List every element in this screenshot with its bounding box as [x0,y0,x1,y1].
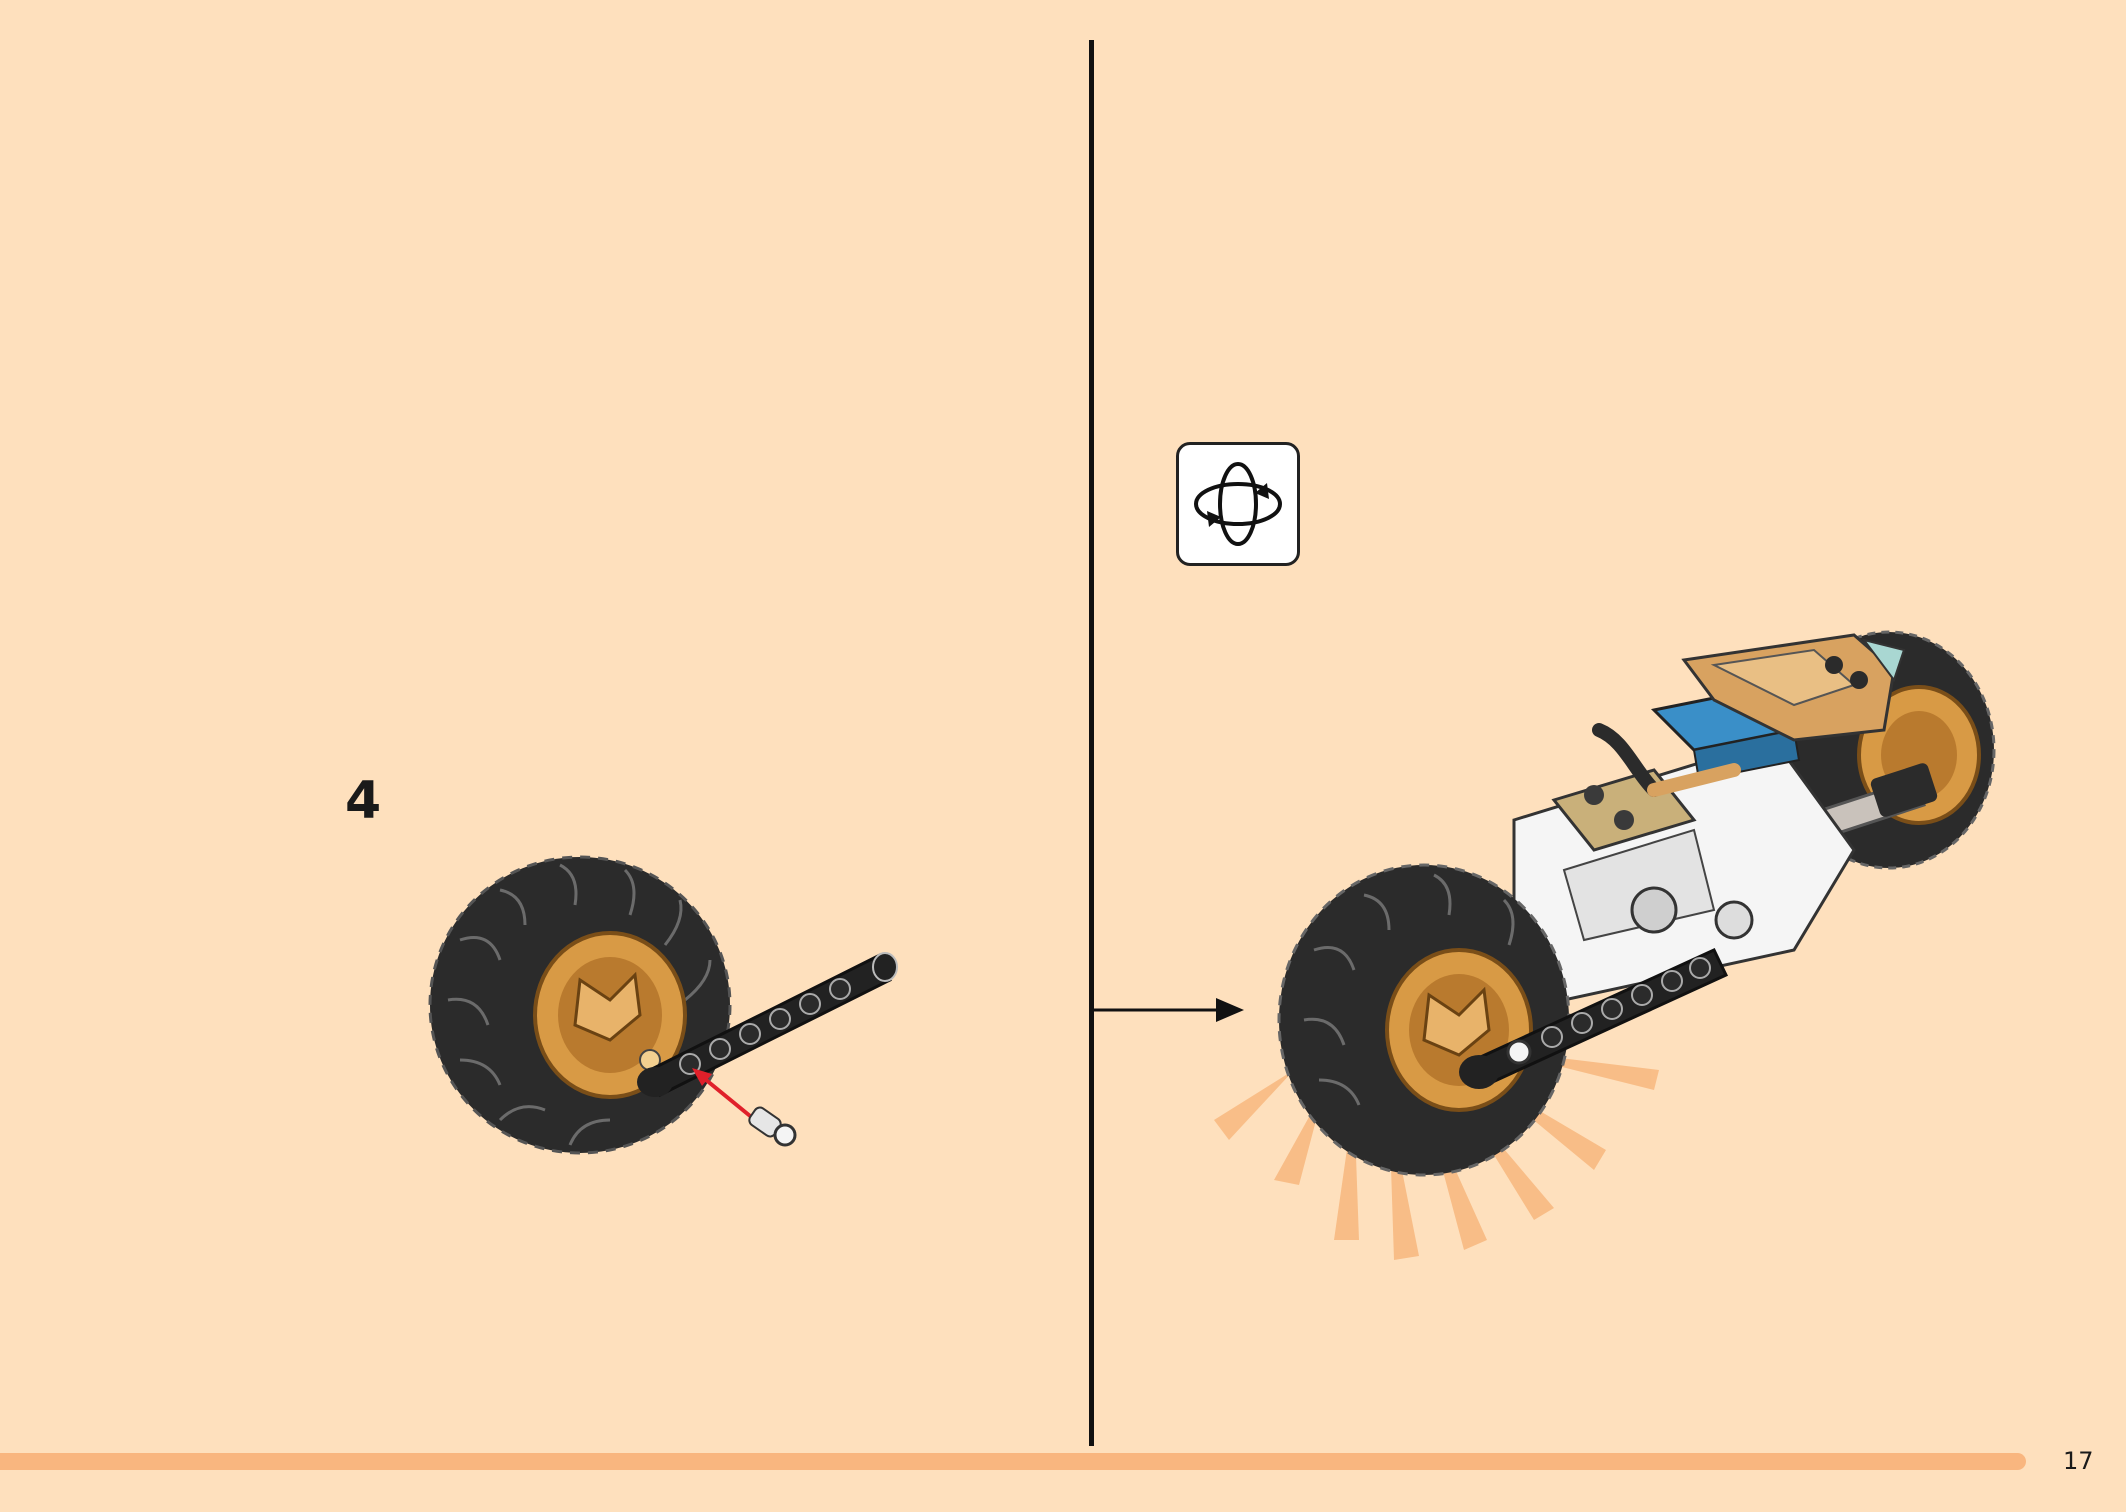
rotate-model-icon [1176,442,1300,566]
gold-armor-plate [1681,633,1906,742]
handlebar [1592,723,1741,797]
rim-left [533,931,687,1099]
step-4-assembly-illustration [428,855,898,1155]
step-number: 4 [345,771,382,831]
rotate-arrows-icon [1194,462,1282,546]
panel-divider [1089,40,1094,1446]
progress-bar [0,1453,2026,1470]
front-technic-beam [1459,948,1729,1089]
page-number: 17 [2063,1447,2094,1475]
completed-motorbike-illustration [1094,630,1996,1260]
connector-pin [748,1106,797,1147]
insertion-arrow-icon [692,1068,757,1122]
front-tire [1277,863,1571,1177]
attach-arrow-icon [1094,998,1244,1022]
